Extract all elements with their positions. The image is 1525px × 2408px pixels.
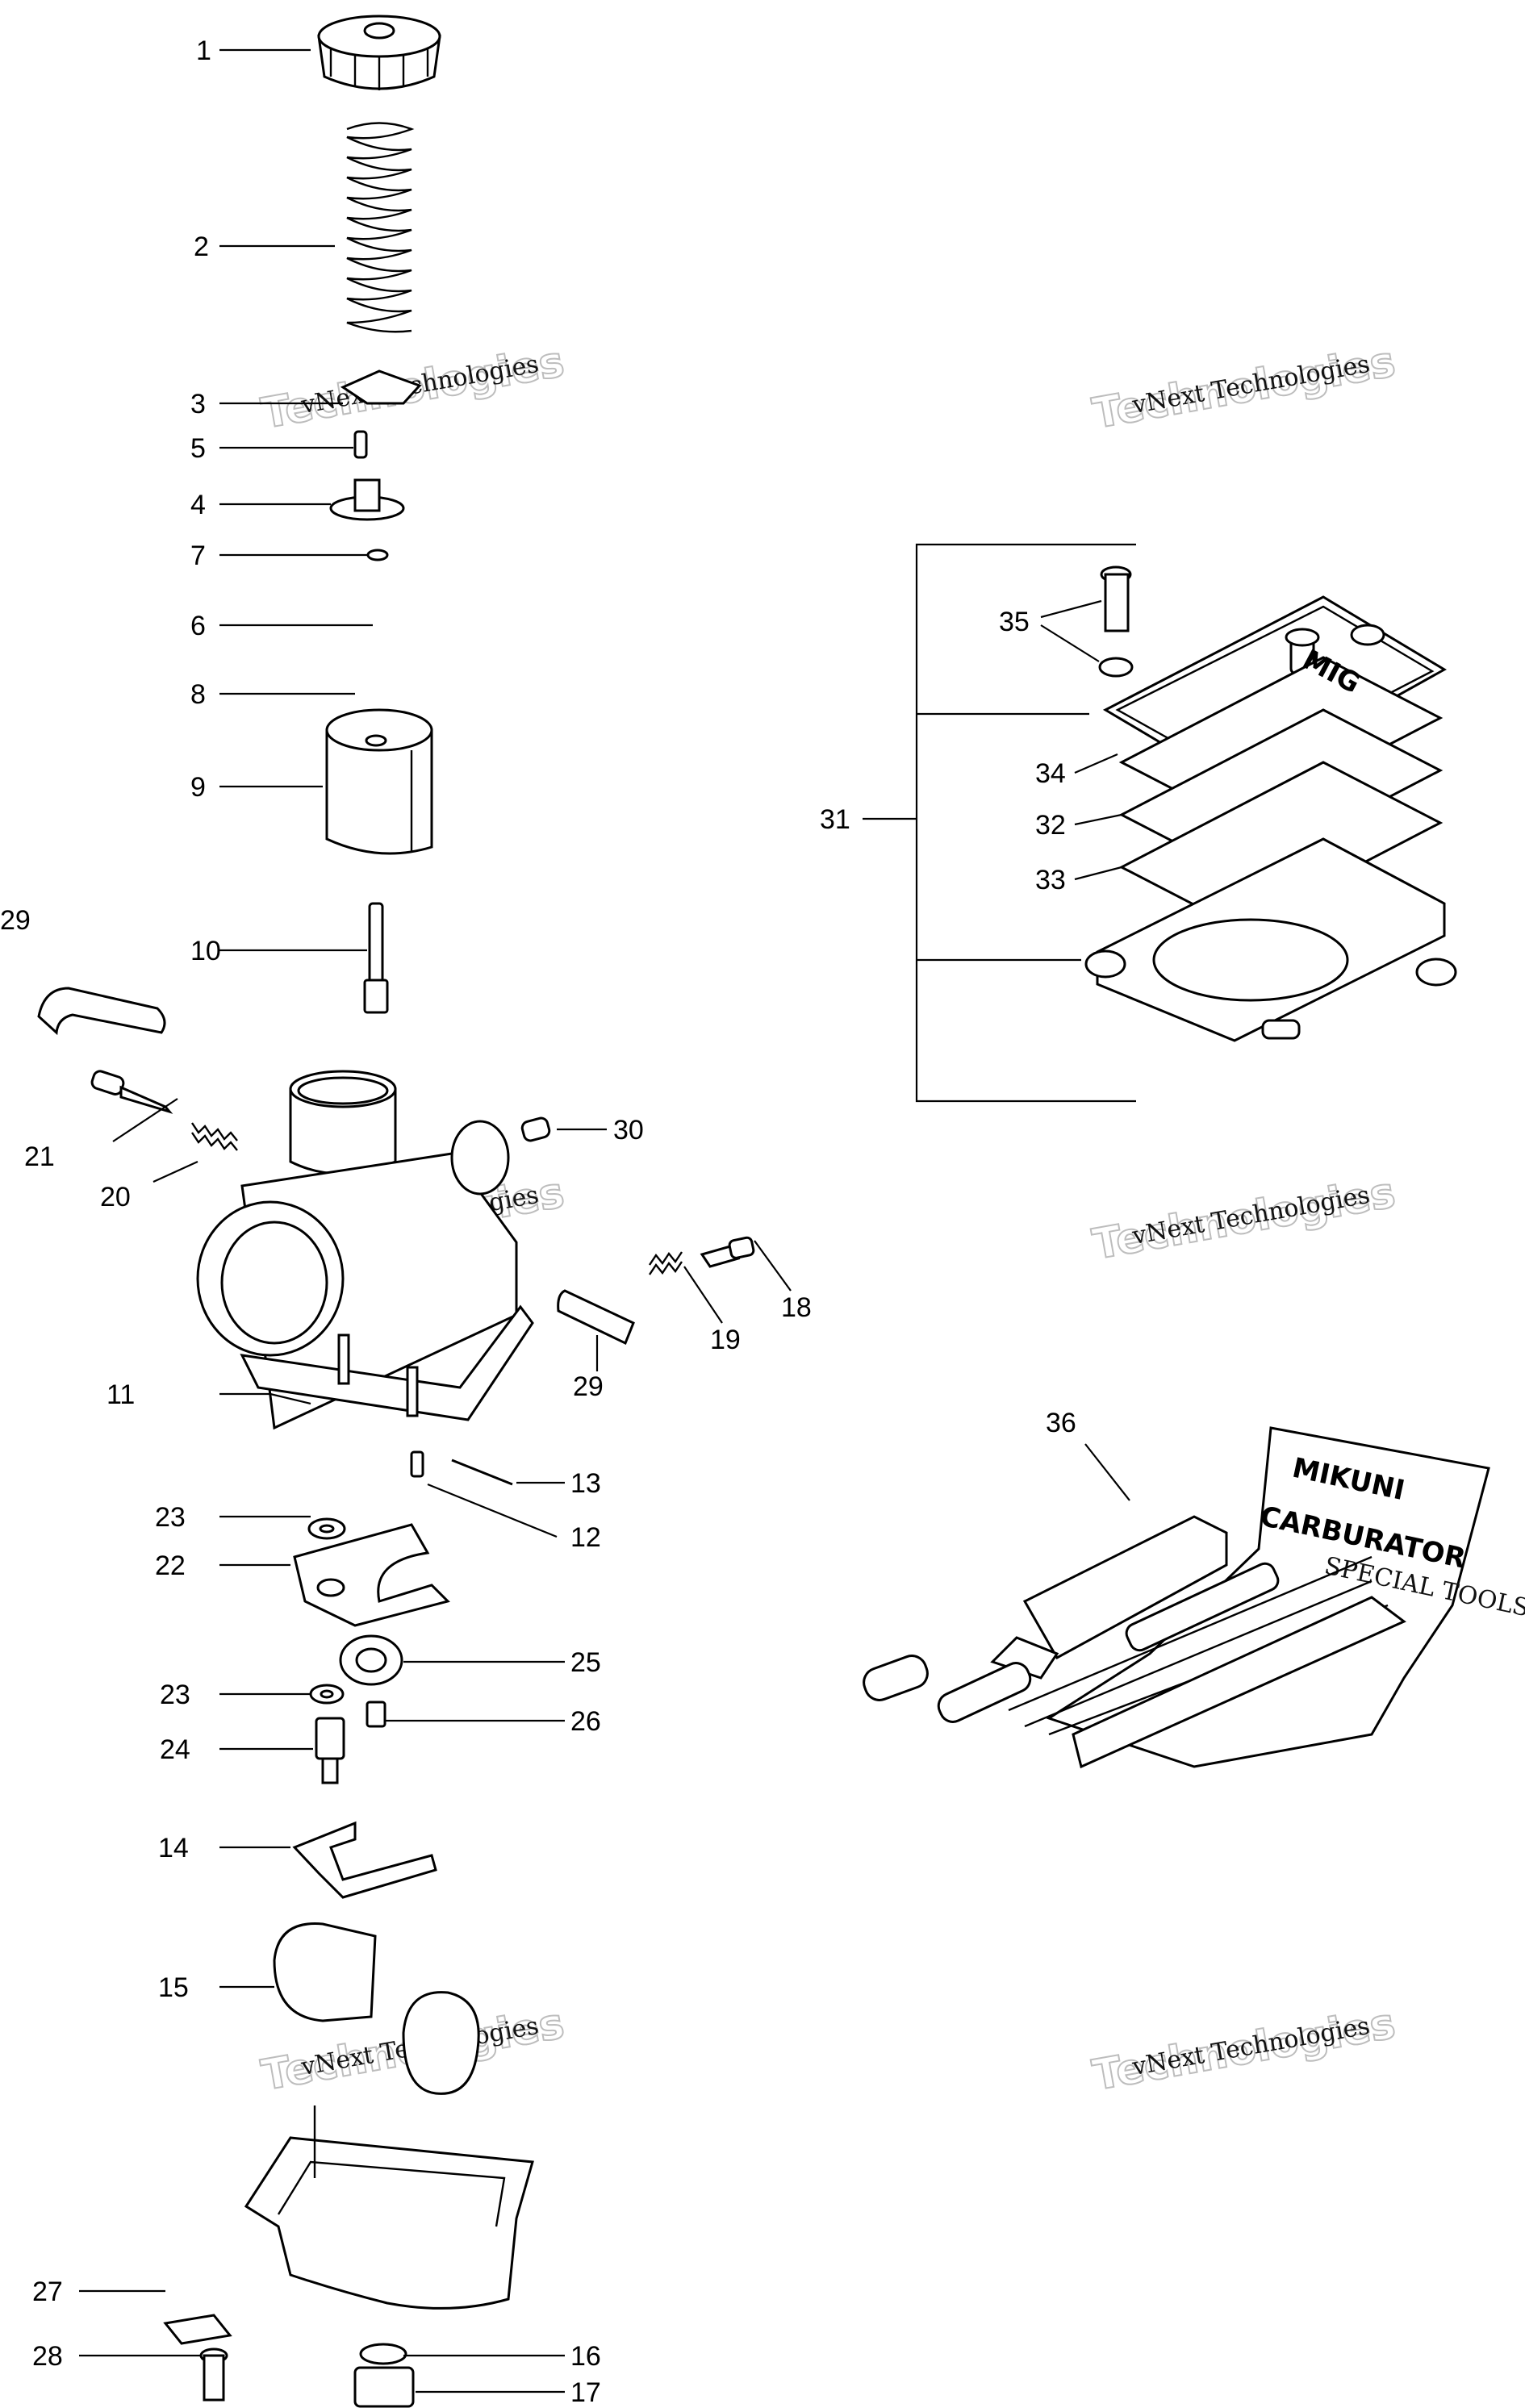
callout-18: 18 [781,1292,812,1323]
callout-13: 13 [570,1468,601,1499]
part-float-arm [292,1821,437,1899]
part-float-bowl [244,2105,534,2310]
watermark-top-right: Technologies vNext Technologies [1088,337,1400,440]
part-cap [317,15,441,90]
callout-30: 30 [613,1115,644,1146]
callout-35: 35 [999,607,1030,637]
callout-6: 6 [190,611,206,641]
part-main-jet [366,1701,386,1728]
part-float-pin [451,1459,513,1486]
part-clip-plate [340,369,422,405]
part-floats [273,1922,480,2095]
callout-17: 17 [570,2377,601,2408]
callout-2: 2 [194,232,209,262]
part-bowl-clip [163,2314,232,2345]
callout-21: 21 [24,1141,55,1172]
part-e-clip [366,549,389,561]
callout-1: 1 [196,35,211,66]
assembly-bracket [915,543,1136,1103]
callout-20: 20 [100,1182,131,1212]
callout-8: 8 [190,679,206,710]
callout-25: 25 [570,1647,601,1678]
callout-14: 14 [158,1833,189,1863]
part-tool-kit: MIKUNI CARBURATOR SPECIAL TOOLS [863,1426,1525,1769]
part-hose-right [557,1289,635,1346]
part-drain-plug [353,2343,415,2408]
part-needle-jet [363,902,389,1014]
part-pilot-screw [700,1236,755,1268]
callout-9: 9 [190,772,206,803]
callout-33: 33 [1035,865,1066,895]
callout-23-bottom: 23 [160,1680,190,1710]
part-hose-left [37,987,166,1036]
part-pin [353,430,368,459]
callout-12: 12 [570,1522,601,1553]
callout-27: 27 [32,2277,63,2307]
part-washer-top [307,1517,346,1540]
callout-24: 24 [160,1734,190,1765]
callout-7: 7 [190,540,206,571]
part-carburetor-body [196,1070,534,1430]
callout-26: 26 [570,1706,601,1737]
callout-32: 32 [1035,810,1066,841]
part-pilot-jet [410,1450,424,1478]
part-bowl-screw [199,2347,228,2402]
part-washer-bottom [309,1684,345,1705]
watermark-bottom-right: Technologies vNext Technologies [1088,1999,1400,2101]
callout-4: 4 [190,490,206,520]
part-needle-holder [329,478,405,521]
part-cover-screw [1098,565,1134,678]
callout-10: 10 [190,936,221,966]
part-needle-valve [315,1717,345,1784]
part-spring [346,122,415,333]
leader-lines [79,48,1130,2393]
callout-labels: 1 2 3 4 5 6 7 8 9 10 11 12 13 14 15 16 1… [0,35,1076,2408]
callout-36: 36 [1046,1408,1076,1438]
callout-15: 15 [158,1972,189,2003]
watermark-mid-right: Technologies vNext Technologies [1088,1168,1400,1271]
callout-28: 28 [32,2341,63,2372]
callout-29-left: 29 [0,905,31,936]
part-air-screw-spring [191,1122,238,1151]
callout-29-right: 29 [573,1371,604,1402]
callout-31: 31 [820,804,850,835]
callout-23-top: 23 [155,1502,186,1533]
part-pump-assembly: MIG [1084,595,1457,1042]
callout-5: 5 [190,433,206,464]
callout-11: 11 [107,1379,135,1410]
callout-34: 34 [1035,758,1066,789]
callout-3: 3 [190,389,206,419]
part-pilot-spring [649,1251,683,1275]
part-plug-30 [520,1116,551,1142]
part-baffle-plate [293,1523,450,1627]
callout-19: 19 [710,1325,741,1355]
callout-16: 16 [570,2341,601,2372]
part-air-screw [90,1070,173,1114]
callout-22: 22 [155,1550,186,1581]
part-jet-holder [339,1634,403,1686]
part-throttle-valve [325,708,433,855]
